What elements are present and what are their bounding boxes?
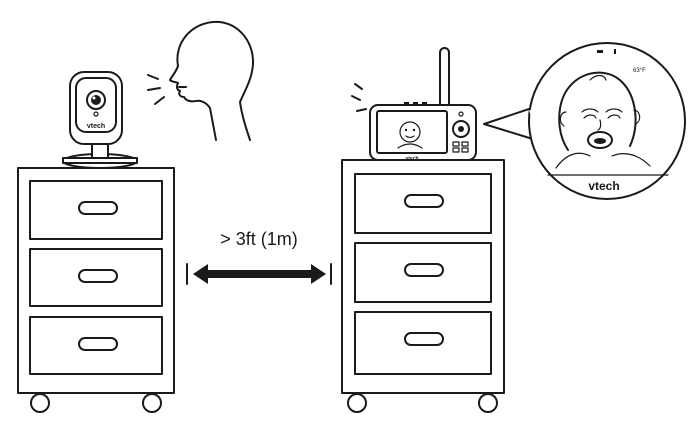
- right-cabinet: [341, 159, 505, 413]
- baby-camera-icon: vtech: [62, 71, 138, 169]
- double-arrow-icon: [193, 264, 326, 284]
- distance-indicator: > 3ft (1m): [186, 229, 332, 285]
- zoom-temperature-label: 63°F: [633, 68, 646, 74]
- monitor-brand-label: vtech: [405, 156, 418, 162]
- baby-face-illustration: [555, 71, 651, 169]
- parent-unit-monitor-icon: vtech: [351, 47, 477, 162]
- person-speaking-icon: [147, 20, 255, 141]
- camera-brand-label: vtech: [87, 123, 105, 130]
- zoom-brand-label: vtech: [588, 179, 619, 193]
- zoom-bubble: 63°F vtech: [483, 42, 686, 200]
- distance-label: > 3ft (1m): [220, 229, 298, 249]
- left-cabinet: [17, 167, 175, 413]
